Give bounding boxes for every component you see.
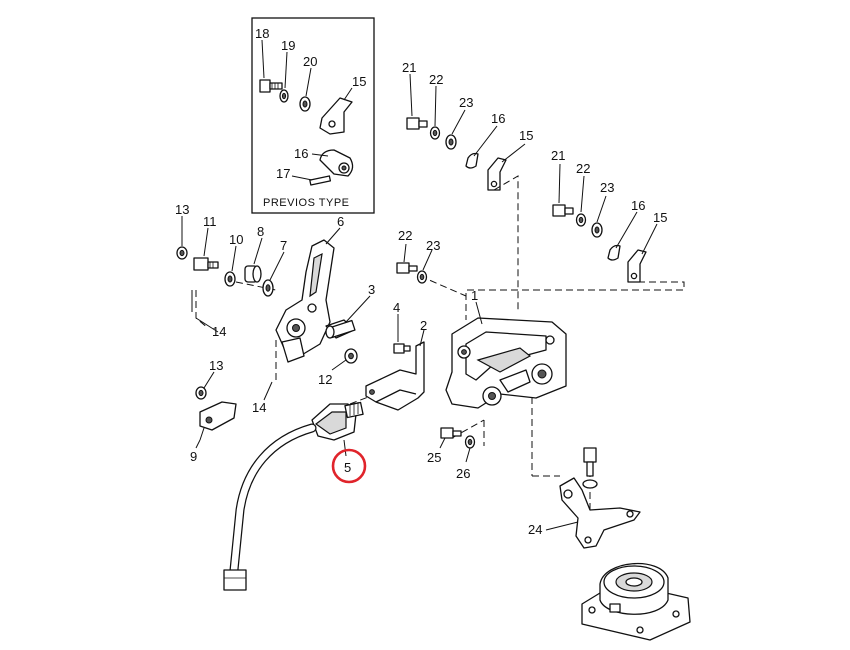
hardware-group-upper: 21 22 23 16 15 [402,60,533,191]
callout-21a: 21 [402,60,416,75]
callout-23a: 23 [459,95,473,110]
bolt-18 [259,79,283,93]
callout-11: 11 [203,214,217,229]
clip-16-inset [319,149,354,177]
callout-22a: 22 [429,72,443,87]
callout-15b: 15 [653,210,667,225]
callout-7: 7 [280,238,287,253]
callout-16-inset: 16 [294,146,308,161]
screw-4: 4 [393,300,411,354]
callout-5-highlight: 5 [331,448,367,484]
callout-21b: 21 [551,148,565,163]
callout-8: 8 [257,224,264,239]
bolt-25-26: 25 26 [427,427,476,481]
callout-14b: 14 [252,400,266,415]
callout-18: 18 [255,26,269,41]
callout-12: 12 [318,372,332,387]
shaft-3: 3 [325,282,375,339]
base-housing [581,562,691,641]
callout-24: 24 [528,522,542,537]
callout-22b: 22 [576,161,590,176]
inset-title: PREVIOS TYPE [263,197,350,209]
joint-9: 13 9 [190,358,237,464]
rod-14b: 14 [252,381,273,415]
callout-23b: 23 [600,180,614,195]
sensor-cable [223,423,317,591]
callout-16b: 16 [631,198,645,213]
callout-20: 20 [303,54,317,69]
inset-previous-type: PREVIOS TYPE [251,17,375,214]
callout-15a: 15 [519,128,533,143]
callout-14a: 14 [212,324,226,339]
bolt-22-23-mid: 22 23 [396,228,440,284]
callout-23c: 23 [426,238,440,253]
callout-3: 3 [368,282,375,297]
callout-5: 5 [344,460,351,475]
main-bracket-1 [445,317,567,409]
callout-26: 26 [456,466,470,481]
callout-25: 25 [427,450,441,465]
callout-10: 10 [229,232,243,247]
callout-2: 2 [420,318,427,333]
callout-15-inset: 15 [352,74,366,89]
callout-17: 17 [276,166,290,181]
bracket-2: 2 [365,318,427,411]
callout-19: 19 [281,38,295,53]
hardware-group-right: 21 22 23 16 15 [551,148,667,283]
pin-17 [309,175,332,186]
plate-24: 24 [528,447,641,549]
washer-20 [299,96,311,112]
callout-9: 9 [190,449,197,464]
callout-16a: 16 [491,111,505,126]
callout-22c: 22 [398,228,412,243]
callout-13b: 13 [209,358,223,373]
left-hardware: 13 11 10 8 7 14 [175,202,287,339]
sensor-5 [311,401,364,441]
callout-13a: 13 [175,202,189,217]
washer-12: 12 [318,348,358,387]
lever-6: 6 [275,214,344,363]
bracket-15-inset [319,97,353,135]
callout-6: 6 [337,214,344,229]
callout-4: 4 [393,300,400,315]
callout-1: 1 [471,288,478,303]
washer-19 [279,89,289,103]
